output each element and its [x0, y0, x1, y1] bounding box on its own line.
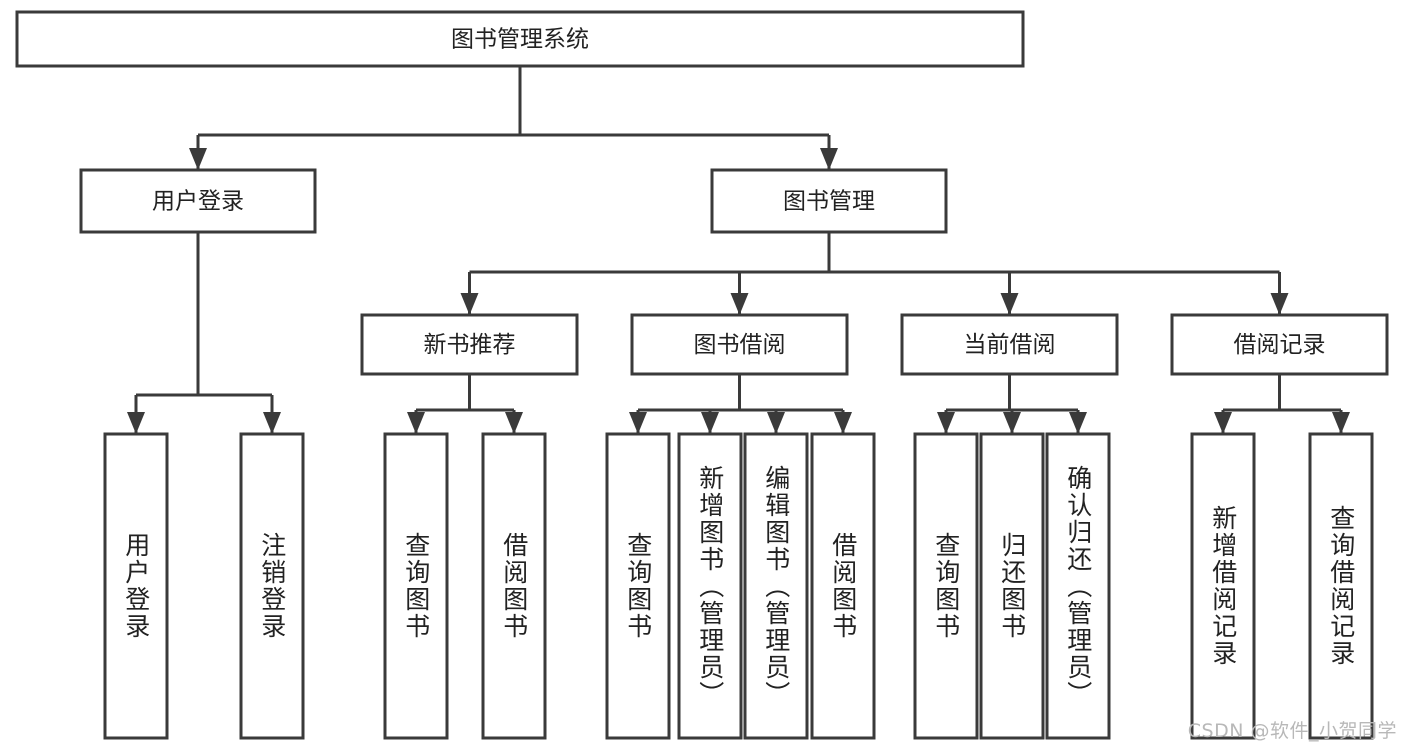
- node-label-借阅记录: 借阅记录: [1234, 332, 1326, 358]
- arrow-head-icon: [460, 293, 479, 315]
- node-box-用户登录[interactable]: [79, 168, 317, 234]
- leaf-box-归还图书-9[interactable]: [979, 432, 1045, 740]
- leaf-box-查询图书-2[interactable]: [383, 432, 449, 740]
- arrow-head-icon: [505, 412, 523, 434]
- connector-lines: [127, 66, 1350, 434]
- arrow-head-icon: [730, 293, 749, 315]
- node-label-用户登录: 用户登录: [152, 189, 244, 215]
- arrow-head-icon: [407, 412, 425, 434]
- node-label-新书推荐: 新书推荐: [424, 332, 516, 358]
- leaf-box-编辑图书管理员-6[interactable]: [743, 432, 809, 740]
- node-box-当前借阅[interactable]: [900, 313, 1119, 376]
- leaf-box-新增借阅记录-11[interactable]: [1190, 432, 1256, 740]
- leaf-box-注销登录-1[interactable]: [239, 432, 305, 740]
- arrow-head-icon: [263, 412, 281, 434]
- leaf-box-查询借阅记录-12[interactable]: [1308, 432, 1374, 740]
- arrow-head-icon: [1214, 412, 1232, 434]
- leaf-box-借阅图书-7[interactable]: [810, 432, 876, 740]
- node-boxes: [15, 10, 1389, 740]
- watermark-text: CSDN @软件_小贺同学: [1187, 720, 1397, 742]
- arrow-head-icon: [629, 412, 647, 434]
- leaf-box-用户登录-0[interactable]: [103, 432, 169, 740]
- node-label-图书借阅: 图书借阅: [694, 332, 786, 358]
- arrow-head-icon: [1332, 412, 1350, 434]
- arrow-head-icon: [189, 148, 207, 170]
- node-label-root: 图书管理系统: [451, 27, 589, 53]
- arrow-head-icon: [834, 412, 852, 434]
- arrow-head-icon: [1000, 293, 1019, 315]
- leaf-box-查询图书-8[interactable]: [913, 432, 979, 740]
- arrow-head-icon: [767, 412, 785, 434]
- arrow-head-icon: [820, 148, 838, 170]
- node-box-图书管理[interactable]: [710, 168, 948, 234]
- arrow-head-icon: [937, 412, 955, 434]
- node-box-图书借阅[interactable]: [630, 313, 849, 376]
- node-box-借阅记录[interactable]: [1170, 313, 1389, 376]
- leaf-box-新增图书管理员-5[interactable]: [677, 432, 743, 740]
- arrow-head-icon: [1069, 412, 1087, 434]
- node-label-当前借阅: 当前借阅: [964, 332, 1056, 358]
- arrow-head-icon: [1003, 412, 1021, 434]
- node-label-图书管理: 图书管理: [783, 189, 875, 215]
- arrow-head-icon: [1270, 293, 1289, 315]
- node-box-root[interactable]: [15, 10, 1025, 68]
- leaf-box-查询图书-4[interactable]: [605, 432, 671, 740]
- leaf-box-借阅图书-3[interactable]: [481, 432, 547, 740]
- node-box-新书推荐[interactable]: [360, 313, 579, 376]
- arrow-head-icon: [701, 412, 719, 434]
- leaf-box-确认归还管理员-10[interactable]: [1045, 432, 1111, 740]
- arrow-head-icon: [127, 412, 145, 434]
